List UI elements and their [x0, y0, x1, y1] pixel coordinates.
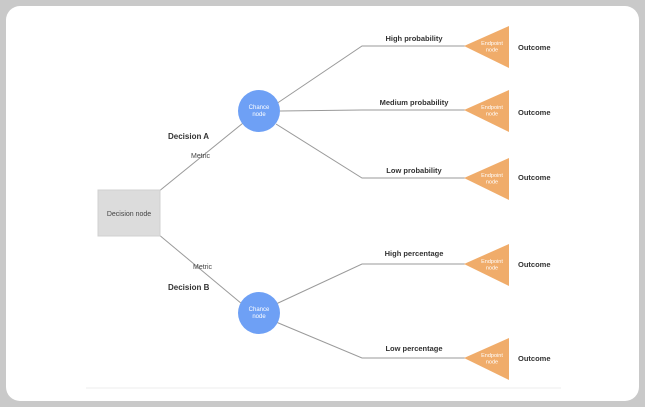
decision-node-label: Decision node [107, 211, 151, 218]
decision-node[interactable]: Decision node [97, 189, 161, 237]
decision-b-metric: Metric [193, 264, 213, 271]
diagram-canvas: Decision node Decision A Metric Metric D… [6, 6, 639, 401]
connector-branch-2 [279, 109, 466, 112]
connector-branch-4 [275, 263, 466, 305]
branch-label-high-percentage: High percentage [385, 249, 444, 258]
connector-branch-5 [275, 321, 466, 359]
decision-b-label: Decision B [168, 283, 210, 292]
connector-decision-b [157, 233, 249, 310]
branch-label-low-percentage: Low percentage [385, 344, 442, 353]
branch-label-medium-probability: Medium probability [380, 98, 450, 107]
outcome-label-4: Outcome [518, 260, 551, 269]
branch-label-high-probability: High probability [385, 34, 443, 43]
connector-decision-a [157, 118, 249, 193]
branch-label-low-probability: Low probability [386, 166, 442, 175]
outcome-label-2: Outcome [518, 108, 551, 117]
connector-branch-3 [275, 123, 466, 179]
outcome-label-1: Outcome [518, 43, 551, 52]
outcome-label-3: Outcome [518, 173, 551, 182]
decision-a-metric: Metric [191, 153, 211, 160]
decision-tree-diagram: Decision node Decision A Metric Metric D… [86, 26, 561, 389]
outcome-label-5: Outcome [518, 354, 551, 363]
connector-branch-1 [275, 45, 466, 105]
decision-a-label: Decision A [168, 132, 209, 141]
